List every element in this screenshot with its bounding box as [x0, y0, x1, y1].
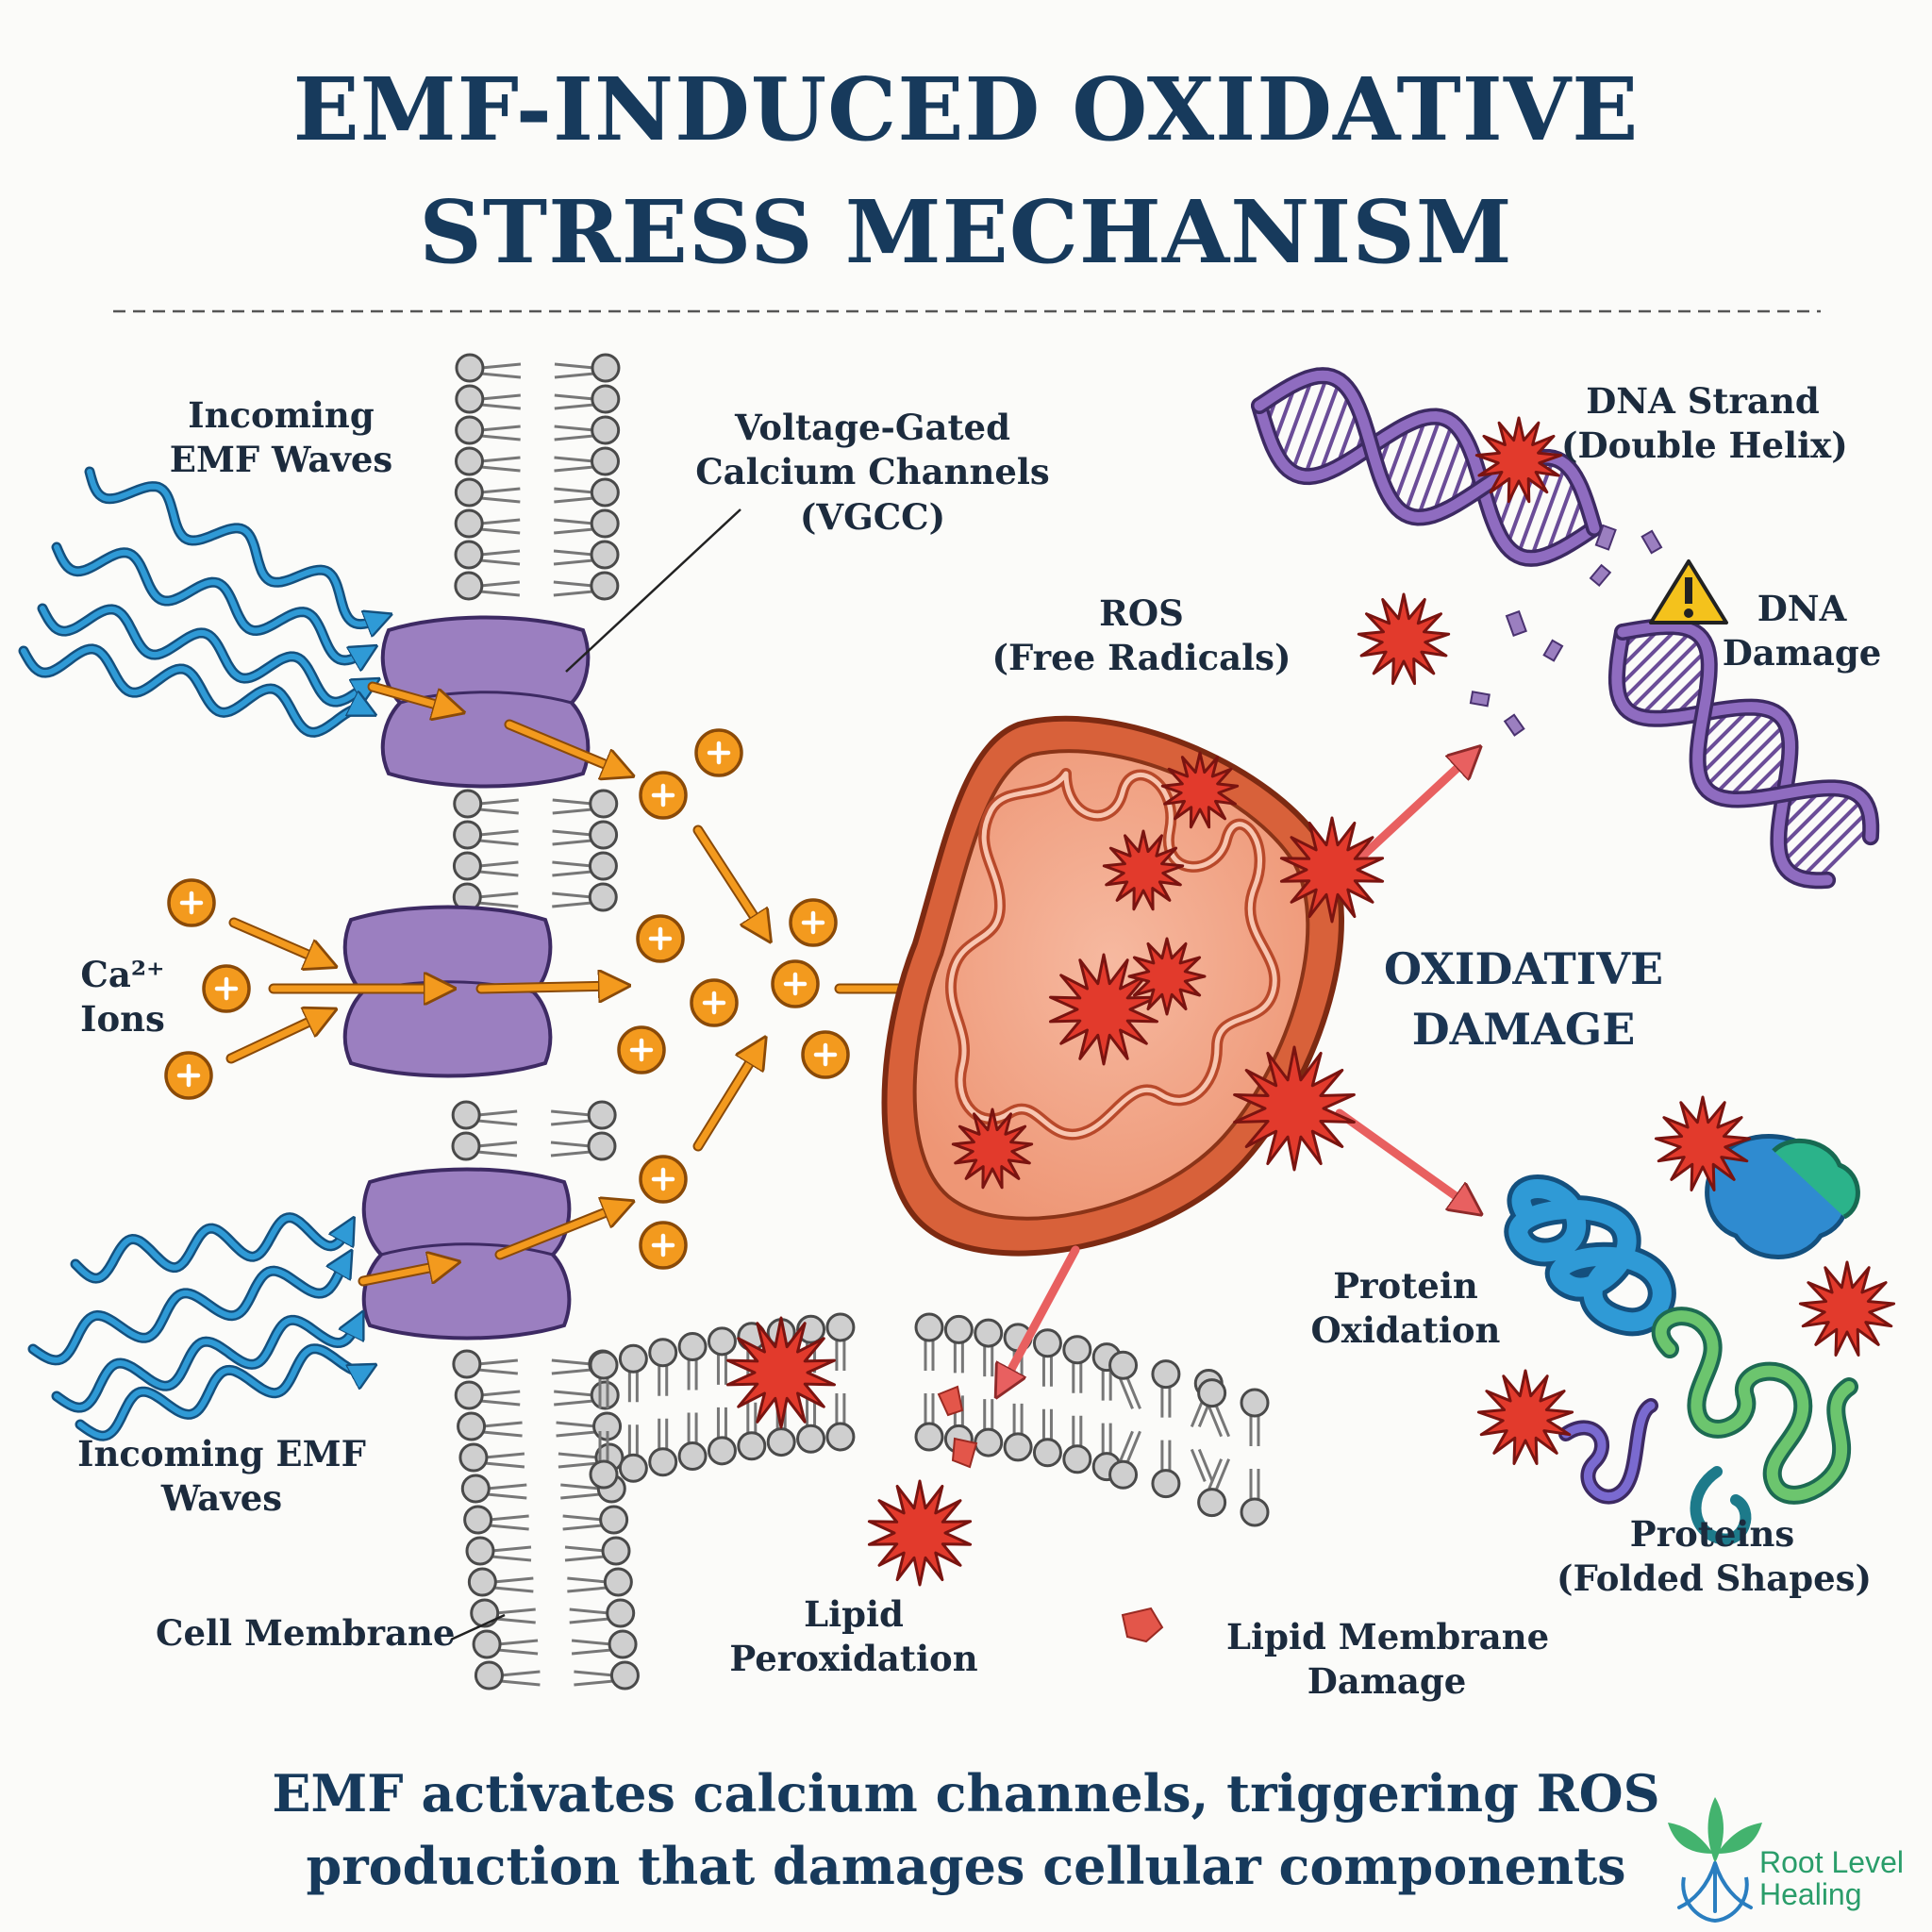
label-dna-strand: DNA Strand (Double Helix)	[1561, 379, 1848, 469]
label-incoming-emf-bottom-line-2: Waves	[160, 1477, 283, 1520]
label-dna-strand-line-2: (Double Helix)	[1561, 425, 1848, 467]
lipid-damage-marks	[937, 1385, 1164, 1643]
label-vgcc-line-3: (VGCC)	[799, 495, 946, 538]
leader-lines	[450, 508, 741, 1641]
label-oxidative-damage-line-2: DAMAGE	[1411, 1004, 1636, 1056]
caption-line-2: production that damages cellular compone…	[306, 1836, 1626, 1896]
protein-fragment	[1558, 1398, 1658, 1505]
label-lipid-membrane-damage-line-2: Damage	[1307, 1660, 1467, 1703]
label-proteins: Proteins (Folded Shapes)	[1557, 1512, 1872, 1602]
label-protein-oxidation-line-1: Protein	[1333, 1265, 1478, 1307]
warning-icon	[1649, 559, 1728, 625]
label-incoming-emf-bottom-line-1: Incoming EMF	[77, 1433, 366, 1474]
label-incoming-emf-top-line-1: Incoming	[188, 394, 375, 436]
label-calcium-line-2: Ions	[80, 998, 165, 1041]
protein-globular	[1705, 1134, 1860, 1259]
arrow-to-dna	[1335, 755, 1472, 882]
cell-membrane-leader-line	[450, 1613, 506, 1641]
label-lipid-peroxidation-line-2: Peroxidation	[729, 1638, 978, 1680]
brand-line-2: Healing	[1759, 1876, 1862, 1911]
label-lipid-peroxidation: Lipid Peroxidation	[717, 1592, 991, 1682]
ros-free-radicals	[726, 416, 1896, 1587]
label-lipid-membrane-damage-line-1: Lipid Membrane	[1226, 1616, 1550, 1657]
label-calcium-line-1: Ca²⁺	[80, 954, 165, 995]
calcium-channel-bottom	[361, 1167, 572, 1341]
label-cell-membrane: Cell Membrane	[156, 1612, 456, 1654]
label-oxidative-damage-line-1: OXIDATIVE	[1383, 943, 1664, 994]
calcium-ions	[164, 728, 850, 1270]
label-protein-oxidation-line-2: Oxidation	[1310, 1309, 1501, 1352]
dna-break-fragments	[1469, 524, 1663, 737]
label-calcium-ions: Ca²⁺ Ions	[66, 953, 179, 1042]
label-proteins-line-2: (Folded Shapes)	[1557, 1557, 1872, 1600]
protein-green-unfolded	[1651, 1307, 1858, 1545]
label-dna-damage-line-1: DNA	[1757, 588, 1847, 629]
label-ros-line-1: ROS	[1099, 592, 1184, 634]
label-incoming-emf-waves-top: Incoming EMF Waves	[168, 393, 394, 483]
vgcc-leader-line	[565, 508, 741, 673]
label-incoming-emf-waves-bottom: Incoming EMF Waves	[66, 1432, 377, 1522]
arrow-to-proteins	[1335, 1108, 1472, 1208]
root-level-healing-logo	[1668, 1797, 1762, 1924]
label-lipid-peroxidation-line-1: Lipid	[804, 1593, 904, 1635]
label-ros-line-2: (Free Radicals)	[991, 637, 1291, 679]
label-dna-damage: DNA Damage	[1712, 587, 1891, 676]
dna-double-helix	[1251, 367, 1880, 890]
protein-blue-folded	[1504, 1174, 1676, 1337]
caption-line-1: EMF activates calcium channels, triggeri…	[272, 1763, 1660, 1824]
page-title-line-1: EMF-INDUCED OXIDATIVE	[292, 58, 1640, 160]
label-dna-damage-line-2: Damage	[1722, 632, 1882, 675]
label-incoming-emf-top-line-2: EMF Waves	[169, 439, 393, 481]
label-vgcc-line-1: Voltage-Gated	[735, 407, 1010, 448]
label-protein-oxidation: Protein Oxidation	[1297, 1264, 1514, 1354]
label-oxidative-damage: OXIDATIVE DAMAGE	[1358, 939, 1689, 1060]
label-vgcc-line-2: Calcium Channels	[695, 451, 1050, 493]
label-dna-strand-line-1: DNA Strand	[1586, 380, 1820, 422]
damaged-lipid-membrane	[589, 1312, 1270, 1527]
arrow-to-lipid-membrane	[1002, 1245, 1080, 1387]
label-proteins-line-1: Proteins	[1629, 1513, 1795, 1555]
label-vgcc: Voltage-Gated Calcium Channels (VGCC)	[693, 406, 1052, 540]
calcium-flow-arrows	[225, 681, 943, 1287]
label-ros: ROS (Free Radicals)	[991, 591, 1292, 681]
emf-waves	[18, 466, 382, 1441]
damage-arrows	[1002, 755, 1472, 1387]
label-lipid-membrane-damage: Lipid Membrane Damage	[1226, 1615, 1550, 1705]
brand-line-1: Root Level	[1759, 1845, 1904, 1879]
page-title-line-2: STRESS MECHANISM	[419, 181, 1513, 283]
brand-name: Root Level Healing	[1759, 1845, 1904, 1911]
